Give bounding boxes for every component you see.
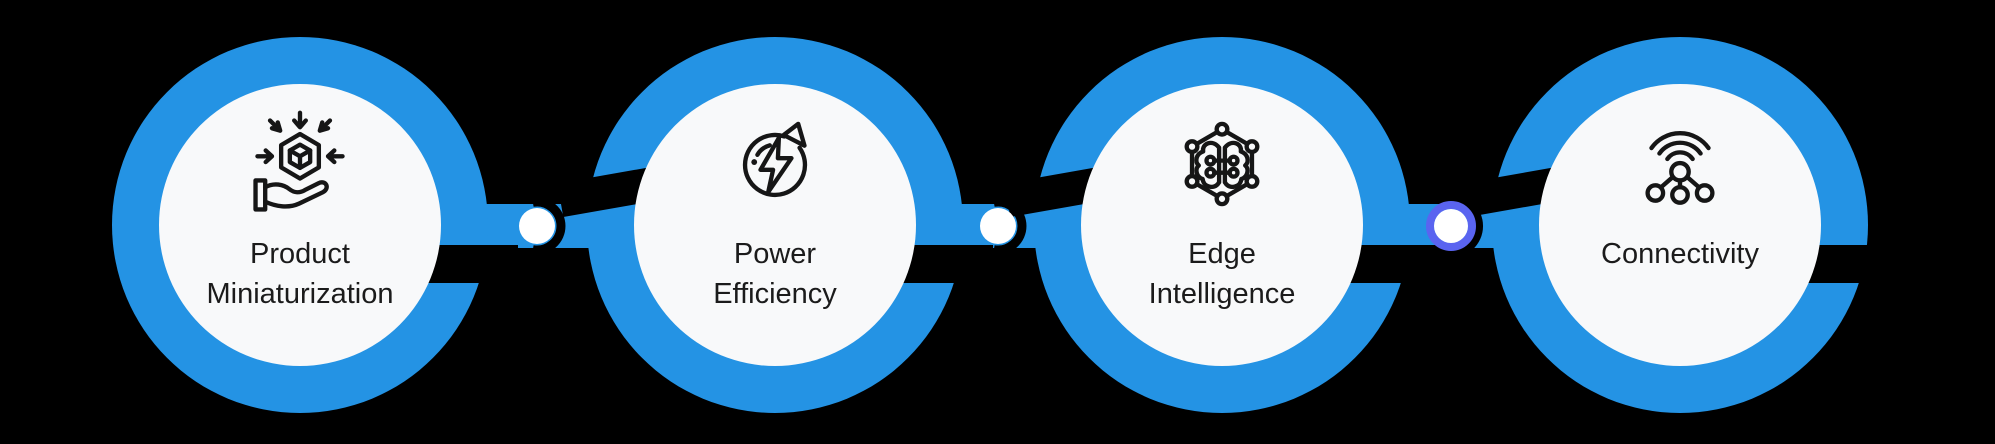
step-label: Power Efficiency [713,234,837,314]
step-label: Connectivity [1601,234,1759,274]
step-label-line: Efficiency [713,278,837,310]
step-circle: Connectivity [1539,84,1821,366]
connector-dot-purple [1426,194,1483,258]
step-label: Product Miniaturization [207,234,394,314]
step-edge-intelligence: Edge Intelligence [1004,37,1440,413]
connector-dot [519,197,566,255]
step-label-line: Power [733,238,817,270]
hand-holding-box-icon [253,110,345,212]
step-label-line: Miniaturization [206,278,394,310]
step-connectivity: Connectivity [1462,37,1898,413]
step-label-line: Connectivity [1601,238,1759,270]
step-power-efficiency: Power Efficiency [557,37,993,413]
connectivity-network-icon [1645,131,1715,205]
step-label-line: Product [250,238,350,270]
step-circle: Power Efficiency [634,84,916,366]
power-cycle-bolt-icon [742,121,808,198]
step-circle: Product Miniaturization [159,84,441,366]
brain-hexagon-icon [1184,121,1260,207]
step-label: Edge Intelligence [1149,234,1296,314]
step-product-miniaturization: Product Miniaturization [112,37,518,413]
connector-dot [980,197,1027,255]
step-label-line: Intelligence [1148,278,1296,310]
step-circle: Edge Intelligence [1081,84,1363,366]
step-label-line: Edge [1188,238,1256,270]
